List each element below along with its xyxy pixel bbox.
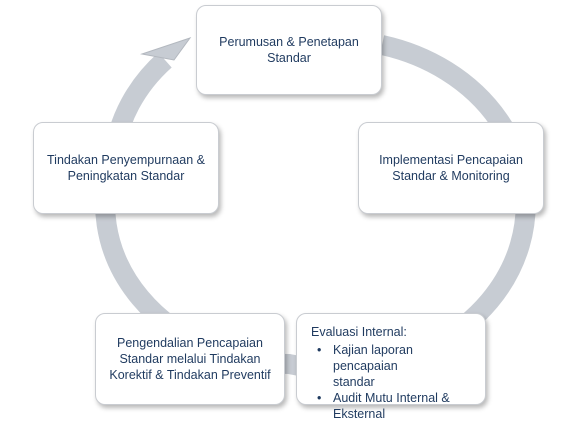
evaluasi-item-1-line-1: Kajian laporan pencapaian [333, 343, 413, 373]
step-3-heading: Evaluasi Internal: [311, 325, 407, 339]
step-1-line-1: Perumusan & Penetapan [219, 35, 359, 49]
step-pengendalian-pencapaian-standar: Pengendalian Pencapaian Standar melalui … [95, 313, 285, 405]
evaluasi-item-2-line-1: Audit Mutu Internal & [333, 391, 450, 405]
step-tindakan-penyempurnaan: Tindakan Penyempurnaan & Peningkatan Sta… [33, 122, 219, 214]
cycle-arrowhead [140, 37, 192, 61]
evaluasi-item-1-line-2: standar [333, 375, 375, 389]
evaluasi-item-2-line-2: Eksternal [333, 407, 386, 421]
step-perumusan-penetapan-standar: Perumusan & Penetapan Standar [196, 5, 382, 95]
evaluasi-list-item: • Audit Mutu Internal & Eksternal [307, 390, 475, 422]
step-evaluasi-internal: Evaluasi Internal: • Kajian laporan penc… [296, 313, 486, 421]
step-4-line-2: Standar melalui Tindakan [119, 352, 261, 366]
step-5-line-2: Peningkatan Standar [67, 169, 185, 183]
step-implementasi-pencapaian-standar: Implementasi Pencapaian Standar & Monito… [358, 122, 544, 214]
step-2-line-1: Implementasi Pencapaian [379, 153, 523, 167]
step-4-line-3: Korektif & Tindakan Preventif [109, 368, 271, 382]
step-4-line-1: Pengendalian Pencapaian [117, 336, 263, 350]
step-5-line-1: Tindakan Penyempurnaan & [47, 153, 205, 167]
evaluasi-list-item: • Kajian laporan pencapaian standar [307, 342, 475, 390]
bullet-icon: • [317, 343, 322, 357]
step-2-line-2: Standar & Monitoring [392, 169, 510, 183]
step-1-line-2: Standar [267, 51, 311, 65]
evaluasi-list: • Kajian laporan pencapaian standar • Au… [307, 342, 475, 422]
bullet-icon: • [317, 391, 322, 405]
